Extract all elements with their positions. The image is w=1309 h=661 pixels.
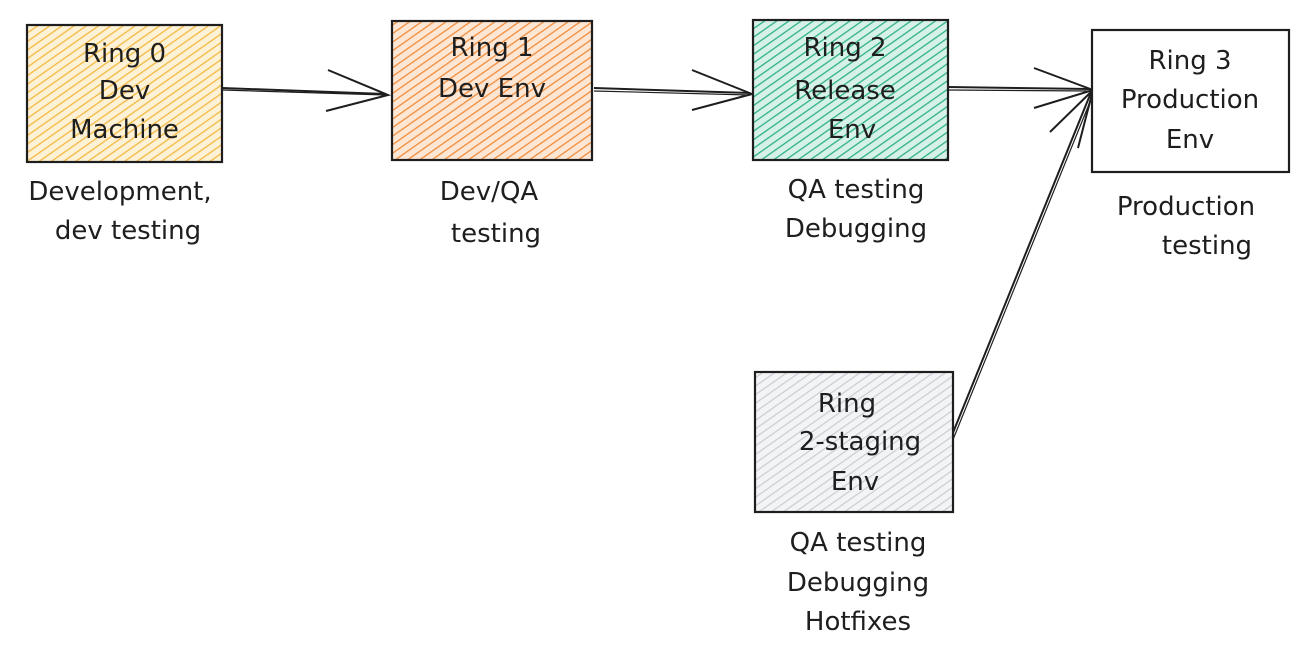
ring3-box — [1090, 28, 1291, 174]
ring2-label-line1: Ring 2 — [803, 33, 886, 63]
ring2-label-line2: Release — [794, 76, 896, 106]
ring3-caption-line2: testing — [1162, 231, 1252, 261]
ring1-label-line1: Ring 1 — [450, 33, 533, 63]
ring1-caption-line1: Dev/QA — [440, 177, 539, 207]
ring0-box — [25, 23, 224, 164]
node-ring3: Ring 3 Production Env — [1090, 28, 1291, 174]
ring1-caption-line2: testing — [451, 219, 541, 249]
staging-label-line3: Env — [831, 467, 879, 497]
edge-ring1-to-ring2 — [593, 69, 756, 111]
staging-caption-line3: Hotfixes — [805, 607, 911, 637]
ring3-label-line3: Env — [1166, 125, 1214, 155]
ring1-box — [390, 19, 594, 162]
ring3-label-line2: Production — [1121, 85, 1259, 115]
ring1-label-line2: Dev Env — [438, 74, 546, 104]
staging-label-line1: Ring — [818, 389, 876, 419]
node-staging: Ring 2-staging Env — [753, 370, 955, 514]
ring3-label-line1: Ring 3 — [1148, 46, 1231, 76]
ring2-label-line3: Env — [828, 115, 876, 145]
ring0-label-line2: Dev — [99, 76, 150, 106]
staging-caption-line1: QA testing — [790, 528, 927, 558]
ring0-caption-line1: Development, — [28, 177, 211, 207]
edge-ring2-to-ring3 — [947, 67, 1097, 109]
arrowhead-icon — [325, 69, 392, 112]
edge-ring0-to-ring1 — [221, 69, 392, 112]
staging-caption-line2: Debugging — [787, 568, 929, 598]
ring0-label-line3: Machine — [70, 115, 179, 145]
edge-staging-to-ring3 — [949, 86, 1095, 443]
node-ring1: Ring 1 Dev Env — [390, 19, 594, 162]
ring2-caption-line1: QA testing — [788, 175, 925, 205]
ring2-caption-line2: Debugging — [785, 214, 927, 244]
node-ring2: Ring 2 Release Env — [751, 18, 950, 162]
ring2-box — [751, 18, 950, 162]
node-ring0: Ring 0 Dev Machine — [25, 23, 224, 164]
staging-box — [753, 370, 955, 514]
ring0-caption-line2: dev testing — [55, 216, 201, 246]
ring0-label-line1: Ring 0 — [83, 39, 166, 69]
staging-label-line2: 2-staging — [799, 427, 921, 457]
ring3-caption-line1: Production — [1117, 192, 1255, 222]
arrowhead-icon — [691, 69, 756, 111]
